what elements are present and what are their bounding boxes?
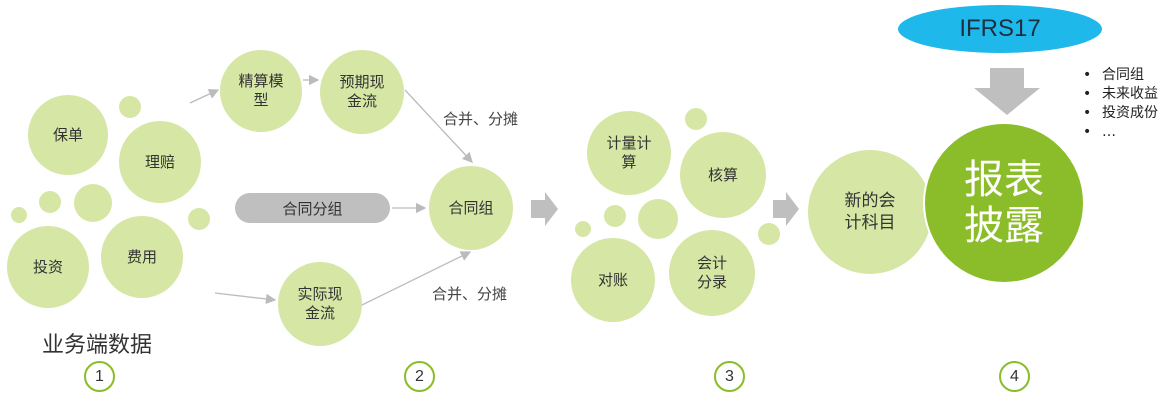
circle-journal-entries: 会计分录 <box>669 230 755 316</box>
decor-dot <box>188 208 210 230</box>
decor-dot <box>685 108 707 130</box>
arrow-data-to-model <box>189 89 220 104</box>
circle-measurement: 计量计算 <box>587 111 671 195</box>
decor-dot <box>39 191 61 213</box>
circle-contract-group: 合同组 <box>429 166 513 250</box>
step-number-1: 1 <box>84 361 115 392</box>
circle-new-accounting-subjects: 新的会计科目 <box>808 150 932 274</box>
decor-dot <box>638 199 678 239</box>
circle-policy: 保单 <box>28 95 108 175</box>
decor-dot <box>74 184 112 222</box>
step-number-2: 2 <box>404 361 435 392</box>
merge-label-bottom: 合并、分摊 <box>432 285 508 303</box>
arrow-data-to-actual <box>214 292 277 305</box>
block-arrow-ifrs-down <box>974 68 1040 115</box>
decor-dot <box>758 223 780 245</box>
list-item: •投资成份 <box>1083 105 1158 121</box>
list-item: •… <box>1083 124 1116 140</box>
step-number-3: 3 <box>714 361 745 392</box>
ifrs17-badge: IFRS17 <box>898 5 1102 53</box>
arrow-actual-to-group <box>361 251 472 306</box>
arrow-cashflow-to-group <box>404 89 473 163</box>
circle-accounting: 核算 <box>680 132 766 218</box>
decor-dot <box>119 96 141 118</box>
circle-investment: 投资 <box>7 226 89 308</box>
block-arrow-2-to-3 <box>531 192 558 226</box>
decor-dot <box>11 207 27 223</box>
decor-dot <box>604 205 626 227</box>
list-item: •合同组 <box>1083 67 1144 83</box>
circle-reconciliation: 对账 <box>571 238 655 322</box>
circle-expected-cashflow: 预期现金流 <box>320 50 404 134</box>
list-item: •未来收益 <box>1083 86 1158 102</box>
step-number-4: 4 <box>999 361 1030 392</box>
pill-contract-grouping: 合同分组 <box>235 193 390 223</box>
circle-actuarial-model: 精算模型 <box>220 50 302 132</box>
merge-label-top: 合并、分摊 <box>443 110 519 128</box>
circle-claims: 理赔 <box>119 121 201 203</box>
block-arrow-3-to-4 <box>773 192 799 226</box>
circle-actual-cashflow: 实际现金流 <box>278 262 362 346</box>
circle-expense: 费用 <box>101 216 183 298</box>
disclosure-bullet-list: •合同组 •未来收益 •投资成份 •… <box>1083 66 1175 142</box>
decor-dot <box>575 221 591 237</box>
circle-report-disclosure: 报表披露 <box>923 122 1085 284</box>
stage1-caption: 业务端数据 <box>42 333 153 358</box>
